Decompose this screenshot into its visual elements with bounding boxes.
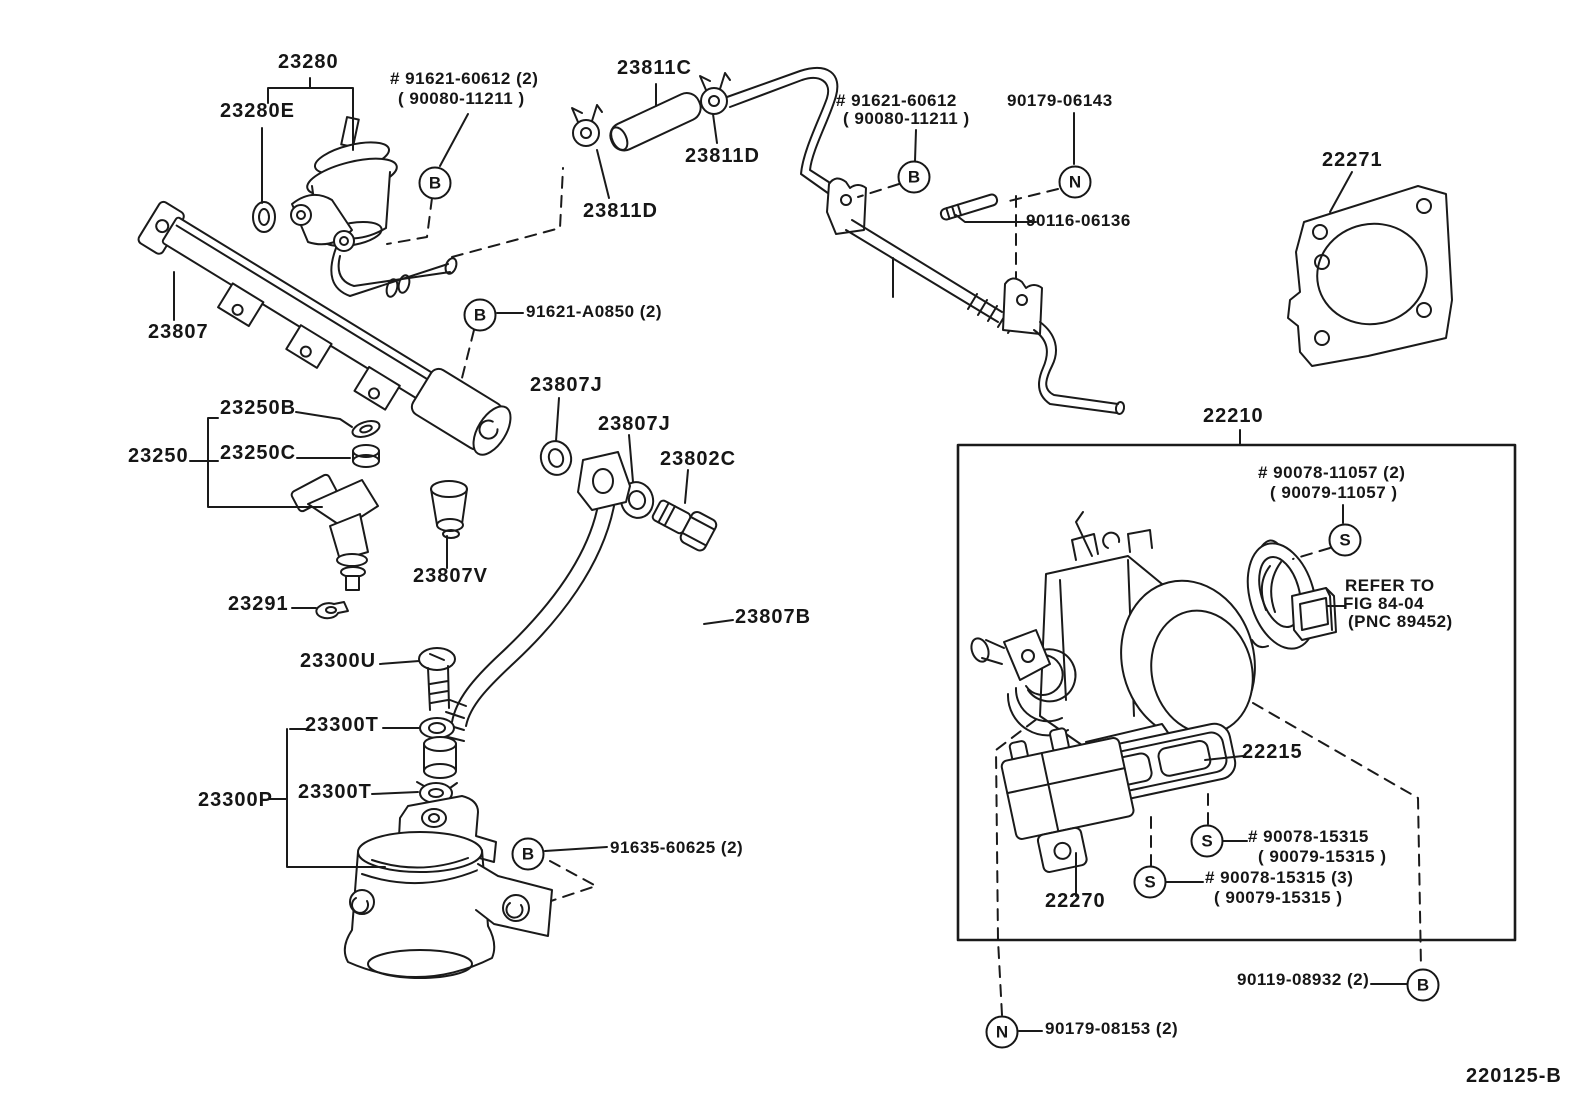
part-label-23280E: 23280E (220, 100, 295, 122)
part-label-23250B: 23250B (220, 397, 297, 419)
part-label-23291: 23291 (228, 593, 289, 615)
fuel-pipe-23811B (726, 66, 1126, 415)
pressure-regulator-23280 (290, 116, 458, 298)
part-label-23811D-left: 23811D (583, 200, 658, 222)
bolt-23300U (418, 647, 456, 711)
part-label-23807V: 23807V (413, 565, 488, 587)
marker-B-bottom-right: B (1406, 968, 1440, 1002)
part-label-23807J-a: 23807J (530, 374, 603, 396)
part-label-91621-60612-b1: # 91621-60612 (836, 91, 957, 110)
part-label-90078-15315-b1: # 90078-15315 (3) (1205, 868, 1354, 887)
assembly-box-22210 (956, 443, 1517, 942)
part-label-91621-A0850: 91621-A0850 (2) (526, 302, 663, 321)
part-label-22210: 22210 (1203, 405, 1264, 427)
part-label-91621-60612-b2: ( 90080-11211 ) (843, 109, 970, 128)
banjo-fitting (577, 451, 631, 511)
fuel-injector-23250 (290, 473, 379, 591)
union-bolt-23802C (651, 499, 718, 552)
part-label-23250: 23250 (128, 445, 189, 467)
part-label-23807B: 23807B (735, 606, 812, 628)
part-label-22215: 22215 (1242, 741, 1303, 763)
fuel-hose-23807B (443, 505, 615, 742)
part-label-23802C: 23802C (660, 448, 737, 470)
part-label-22270: 22270 (1045, 890, 1106, 912)
part-label-90078-15315-b2: ( 90079-15315 ) (1214, 888, 1343, 907)
washer-23807J-a (539, 440, 573, 476)
refer-note-line1: REFER TO (1345, 576, 1435, 595)
part-label-23280: 23280 (278, 51, 339, 73)
leader-lines (173, 77, 1408, 1032)
dashed-lines (386, 167, 1422, 1016)
washer-23300T-b (416, 781, 458, 804)
marker-N-top: N (1058, 165, 1092, 199)
part-label-90078-15315-a2: ( 90079-15315 ) (1258, 847, 1387, 866)
part-label-23300U: 23300U (300, 650, 377, 672)
marker-B-top-right: B (897, 160, 931, 194)
fuel-hose-23811C (609, 92, 702, 152)
isc-valve-22270 (1000, 727, 1135, 873)
part-label-23807J-b: 23807J (598, 413, 671, 435)
hose-eyelet (423, 736, 457, 779)
part-label-90078-11057-2: ( 90079-11057 ) (1270, 483, 1398, 502)
marker-B-filter: B (511, 837, 545, 871)
hose-clamp-23811D-mid (699, 72, 731, 115)
marker-N-bottom: N (985, 1015, 1019, 1049)
part-label-90078-11057-1: # 90078-11057 (2) (1258, 463, 1406, 482)
gasket-22271 (1287, 185, 1453, 367)
part-label-23250C: 23250C (220, 442, 297, 464)
figure-code: 220125-B (1466, 1065, 1562, 1087)
refer-note-line2: FIG 84-04 (1343, 594, 1425, 613)
clip-23291 (315, 601, 349, 620)
part-label-91621-60612-a2: ( 90080-11211 ) (398, 89, 525, 108)
hose-clamp-23811D-left (571, 104, 603, 147)
part-label-91635-60625: 91635-60625 (2) (610, 838, 744, 857)
marker-B-rail: B (463, 298, 497, 332)
gasket-23280E (252, 201, 276, 233)
part-label-90078-15315-a1: # 90078-15315 (1248, 827, 1369, 846)
fuel-filter-23300 (343, 795, 553, 979)
marker-B-top-left: B (418, 166, 452, 200)
grommet-23250C (352, 444, 380, 468)
part-label-23811C: 23811C (617, 57, 692, 79)
part-label-90119-08932: 90119-08932 (2) (1237, 970, 1370, 989)
part-label-91621-60612-a1: # 91621-60612 (2) (390, 69, 539, 88)
fuel-rail-23807 (137, 200, 512, 456)
marker-S-isc: S (1133, 865, 1167, 899)
part-label-23300P: 23300P (198, 789, 273, 811)
spacer-23807V (430, 480, 468, 539)
marker-S-gasket: S (1190, 824, 1224, 858)
part-label-23807: 23807 (148, 321, 209, 343)
part-label-90179-06143: 90179-06143 (1007, 91, 1113, 110)
throttle-body-22210 (970, 511, 1337, 781)
part-label-90116-06136: 90116-06136 (1026, 211, 1131, 230)
washer-23300T-a (419, 717, 455, 739)
refer-note-line3: (PNC 89452) (1348, 612, 1453, 631)
stud-90116-06136 (939, 193, 999, 221)
part-label-90179-08153: 90179-08153 (2) (1045, 1019, 1179, 1038)
marker-S-tps: S (1328, 523, 1362, 557)
part-label-22271: 22271 (1322, 149, 1383, 171)
part-label-23811D-mid: 23811D (685, 145, 760, 167)
part-label-23300T-b: 23300T (298, 781, 372, 803)
part-label-23300T-a: 23300T (305, 714, 379, 736)
o-ring-23250B (351, 420, 381, 438)
